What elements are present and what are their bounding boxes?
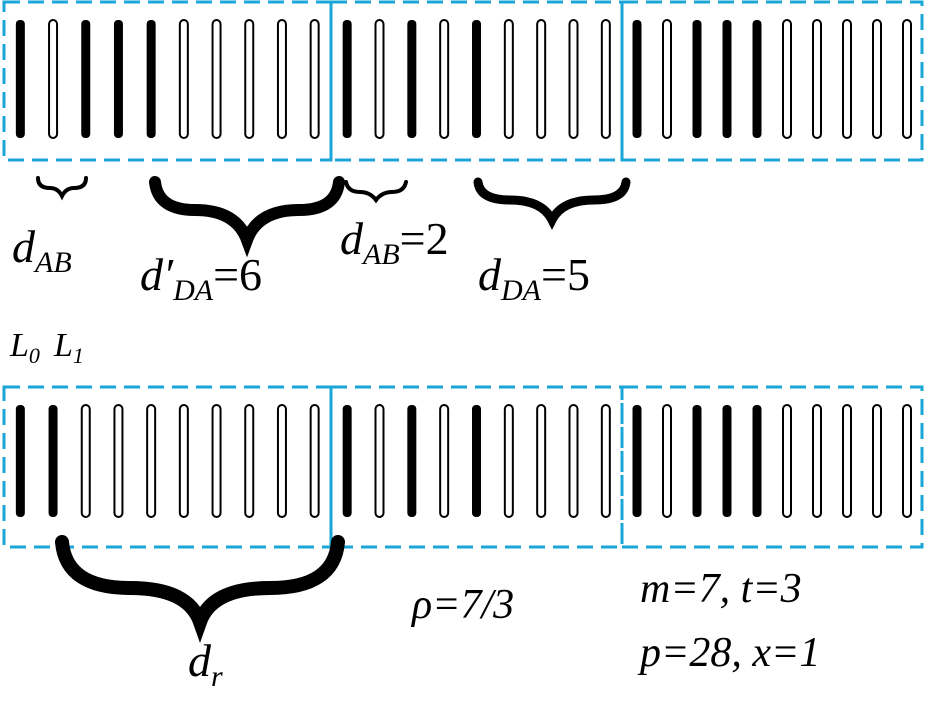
empty-bar	[872, 19, 882, 139]
empty-bar	[113, 404, 124, 518]
empty-bar	[178, 19, 189, 139]
filled-bar	[342, 405, 352, 517]
filled-bar	[722, 20, 732, 138]
empty-bar	[244, 19, 255, 139]
filled-bar	[342, 20, 352, 138]
empty-bar	[439, 404, 450, 518]
empty-bar	[48, 19, 59, 139]
empty-bar	[536, 19, 547, 139]
empty-bar	[80, 404, 91, 518]
empty-bar	[842, 19, 852, 139]
filled-bar	[48, 405, 58, 517]
label-dda-prime: d′DA=6	[140, 249, 262, 307]
empty-bar	[600, 19, 611, 139]
label-dr: dr	[188, 635, 223, 693]
empty-bar	[842, 404, 852, 518]
empty-bar	[536, 404, 547, 518]
filled-bar	[81, 20, 91, 138]
filled-bar	[15, 405, 25, 517]
empty-bar	[503, 404, 514, 518]
label-dab-left: dAB	[12, 221, 72, 279]
segment-frame	[620, 385, 924, 549]
bottom-bar-row	[2, 385, 924, 549]
empty-bar	[503, 19, 514, 139]
empty-bar	[211, 404, 222, 518]
empty-bar	[902, 19, 912, 139]
segment-frame	[2, 385, 333, 549]
filled-bar	[692, 20, 702, 138]
segment-frame	[620, 0, 924, 162]
filled-bar	[407, 405, 417, 517]
filled-bar	[113, 20, 123, 138]
empty-bar	[439, 19, 450, 139]
empty-bar	[211, 19, 222, 139]
filled-bar	[15, 20, 25, 138]
brace-dr	[55, 535, 345, 643]
brace-dda-prime	[149, 176, 345, 258]
brace-dab-left	[36, 176, 88, 201]
empty-bar	[146, 404, 157, 518]
filled-bar	[472, 20, 481, 138]
filled-bar	[632, 405, 642, 517]
filled-bar	[692, 405, 702, 517]
filled-bar	[752, 20, 762, 138]
filled-bar	[752, 405, 762, 517]
empty-bar	[276, 404, 287, 518]
empty-bar	[782, 19, 792, 139]
label-dab-mid: dAB=2	[340, 213, 449, 271]
empty-bar	[662, 404, 672, 518]
empty-bar	[309, 404, 320, 518]
empty-bar	[178, 404, 189, 518]
empty-bar	[374, 404, 385, 518]
empty-bar	[662, 19, 672, 139]
label-params-line2: p=28, x=1	[637, 630, 820, 676]
empty-bar	[276, 19, 287, 139]
empty-bar	[244, 404, 255, 518]
segment-frame	[2, 0, 333, 162]
label-params-line1: m=7, t=3	[640, 566, 802, 612]
empty-bar	[812, 404, 822, 518]
label-rho: ρ=7/3	[410, 582, 514, 628]
filled-bar	[407, 20, 417, 138]
empty-bar	[568, 404, 579, 518]
filled-bar	[722, 405, 732, 517]
empty-bar	[902, 404, 912, 518]
empty-bar	[782, 404, 792, 518]
filled-bar	[146, 20, 156, 138]
empty-bar	[309, 19, 320, 139]
filled-bar	[472, 405, 481, 517]
top-bar-row	[2, 0, 924, 162]
empty-bar	[568, 19, 579, 139]
label-l0: L0	[9, 327, 40, 368]
empty-bar	[374, 19, 385, 139]
empty-bar	[812, 19, 822, 139]
brace-dda	[473, 177, 631, 231]
label-dda: dDA=5	[478, 249, 590, 307]
empty-bar	[600, 404, 611, 518]
label-l1: L1	[53, 327, 84, 368]
brace-dab-mid	[344, 180, 408, 204]
segment-frame	[329, 0, 624, 162]
filled-bar	[632, 20, 642, 138]
empty-bar	[872, 404, 882, 518]
